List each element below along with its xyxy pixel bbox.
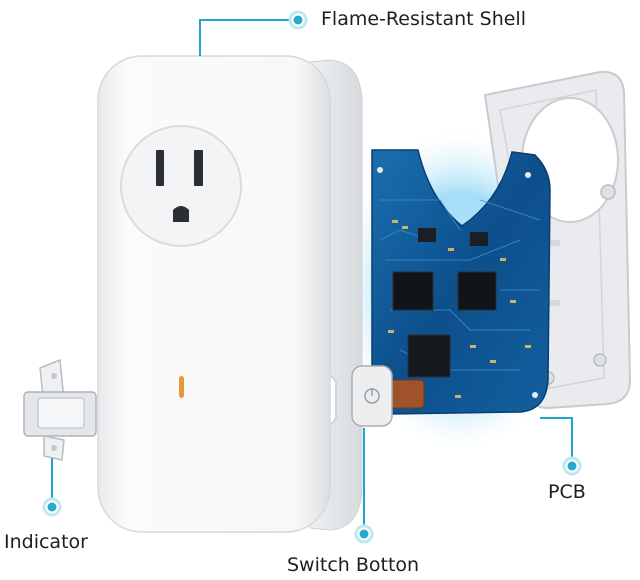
- callout-pcb: [540, 418, 580, 474]
- outlet-face: [121, 126, 241, 246]
- pcb-label: PCB: [548, 483, 586, 502]
- callout-indicator: [44, 458, 60, 515]
- flame-resistant-shell: [98, 56, 330, 532]
- shell-label: Flame-Resistant Shell: [321, 10, 526, 29]
- callout-shell: [200, 12, 306, 56]
- outlet-slot-left: [156, 150, 164, 186]
- switch-label: Switch Botton: [287, 556, 419, 575]
- indicator-part: [24, 360, 96, 460]
- outlet-ground-hole: [173, 206, 189, 222]
- indicator-label: Indicator: [4, 533, 88, 552]
- outlet-slot-right: [194, 150, 203, 186]
- led-window: [179, 376, 184, 398]
